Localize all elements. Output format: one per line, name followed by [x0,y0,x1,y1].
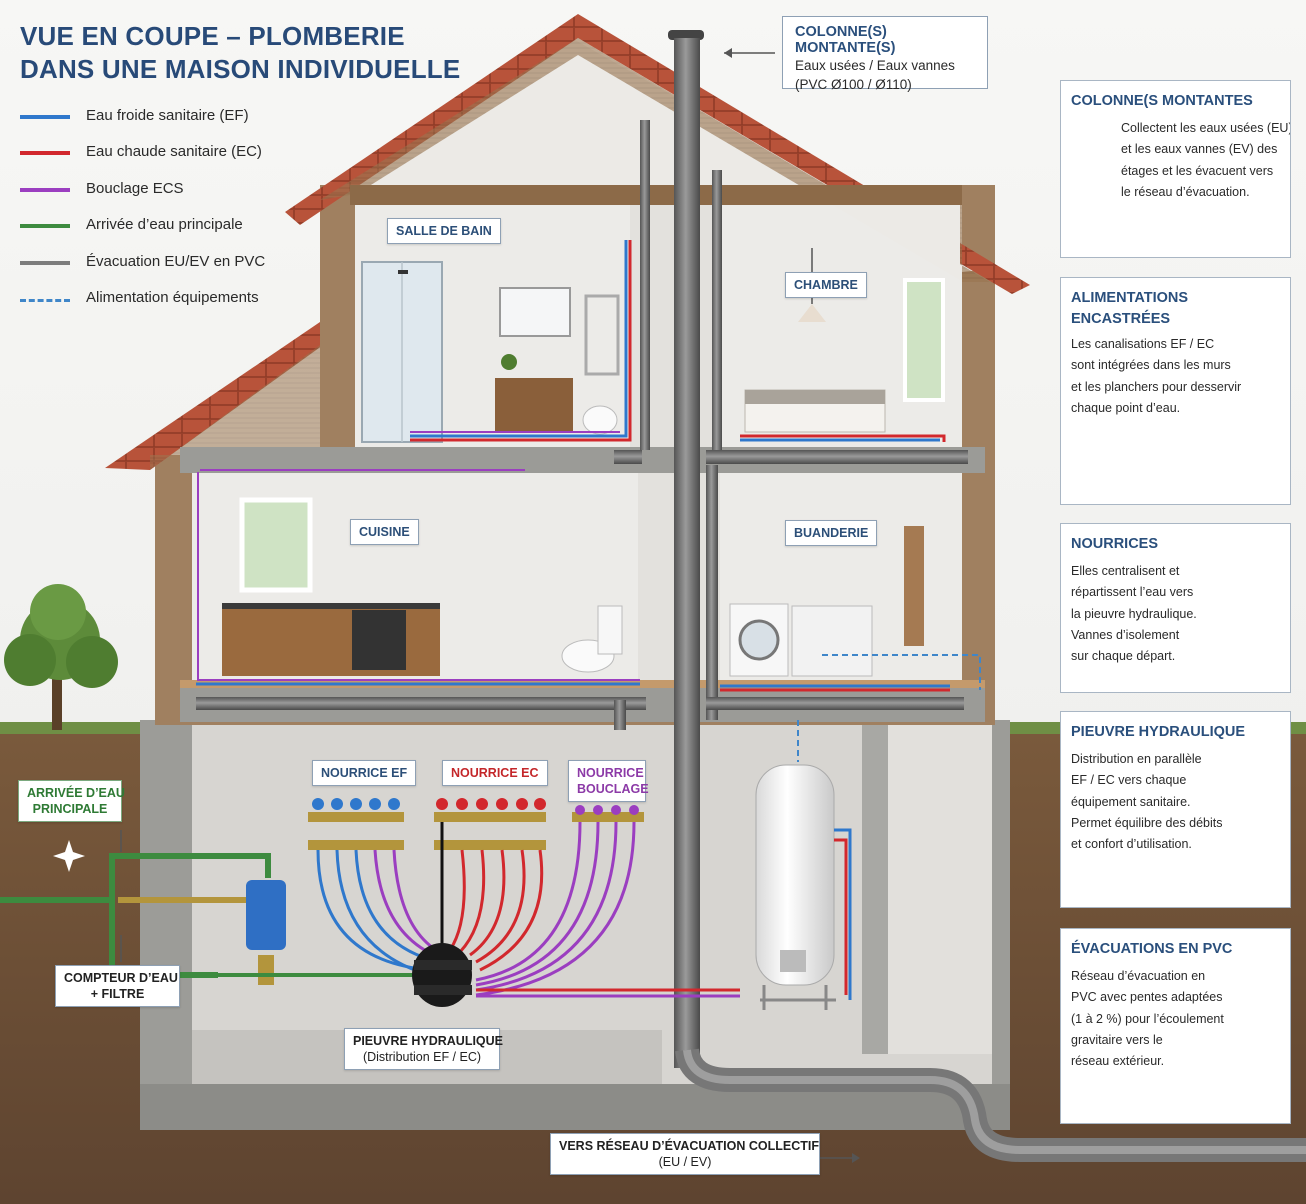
info-card-line: et les planchers pour desservir [1071,379,1242,394]
info-card-line: Les canalisations EF / EC [1071,337,1215,351]
title-line-1: VUE EN COUPE – PLOMBERIE [20,21,405,51]
callout-colonnes-montantes: COLONNE(S) MONTANTE(S) Eaux usées / Eaux… [782,16,988,92]
info-card-title: NOURRICES [1071,536,1159,552]
label-compteur-filtre: COMPTEUR D’EAU + FILTRE [55,965,180,1007]
info-card-colonnes-montantes: COLONNE(S MONTANTES Collectent les eaux … [1060,80,1291,258]
info-card-line: Elles centralisent et [1071,564,1180,578]
info-card-line: et confort d’utilisation. [1071,837,1192,852]
info-card-body: Collectent les eaux usées (EU) et les ea… [1071,118,1291,203]
upper-floor-supply-lines [410,240,946,442]
info-card-line: réseau extérieur. [1071,1054,1165,1069]
octopus-distribution-pipes [316,821,740,998]
legend-label-arrivee: Arrivée d’eau principale [86,216,243,234]
info-card-line: (1 à 2 %) pour l’écoulement [1071,1011,1224,1026]
legend-label-alimentation: Alimentation équipements [86,288,259,306]
label-arrivee-line-2: PRINCIPALE [32,802,108,816]
water-heater [755,720,852,1010]
info-card-line: Distribution en parallèle [1071,752,1202,766]
outgoing-arrow-icon [852,1153,860,1163]
label-nourrice-ec: NOURRICE EC [442,760,548,786]
room-label-chambre: CHAMBRE [785,272,867,298]
label-vers-reseau-collectif: VERS RÉSEAU D’ÉVACUATION COLLECTIF (EU /… [550,1133,820,1175]
manifolds [308,798,644,850]
callout-arrow-icon [724,48,732,58]
label-nourrice-bouclage: NOURRICE BOUCLAGE [568,760,649,802]
bedroom-fixtures [744,248,945,433]
label-arrivee-line-1: ARRIVÉE D’EAU [27,786,125,800]
main-soil-stack [668,30,1306,1162]
label-nourrice-bouclage-line-1: NOURRICE [577,766,644,780]
info-card-nourrices: NOURRICES Elles centralisent et répartis… [1060,523,1291,693]
pvc-drain-pipes [196,120,968,730]
info-card-line: répartissent l’eau vers [1071,585,1194,600]
sparkle-icon [53,840,85,872]
leader-lines [68,52,858,1159]
info-card-title: ALIMENTATIONS ENCASTRÉES [1071,288,1280,330]
tree [4,584,118,730]
callout-title: COLONNE(S) MONTANTE(S) [795,24,896,56]
legend-label-ec: Eau chaude sanitaire (EC) [86,143,262,161]
legend-swatch-evacuation [20,260,70,265]
info-card-line: la pieuvre hydraulique. [1071,606,1197,621]
legend-swatch-ec [20,151,70,156]
info-card-title-line-1: ALIMENTATIONS [1071,290,1189,306]
info-card-alimentations-encastrees: ALIMENTATIONS ENCASTRÉES Les canalisatio… [1060,277,1291,505]
info-card-line: Réseau d’évacuation en [1071,969,1206,983]
room-label-cuisine: CUISINE [350,519,419,545]
room-label-salle-de-bain: SALLE DE BAIN [387,218,501,244]
info-card-line: sont intégrées dans les murs [1071,358,1231,373]
info-card-line: gravitaire vers le [1071,1032,1163,1047]
page-title: VUE EN COUPE – PLOMBERIE DANS UNE MAISON… [20,20,460,86]
legend-label-bouclage: Bouclage ECS [86,179,184,197]
label-arrivee-eau-principale: ARRIVÉE D’EAU PRINCIPALE [18,780,125,822]
info-card-line: EF / EC vers chaque [1071,773,1187,788]
legend-swatch-alimentation [20,298,70,302]
label-pieuvre-line-1: PIEUVRE HYDRAULIQUE [353,1034,504,1048]
info-card-evacuations-pvc: ÉVACUATIONS EN PVC Réseau d’évacuation e… [1060,928,1291,1124]
info-card-line: PVC avec pentes adaptées [1071,990,1223,1005]
legend-swatch-ef [20,115,70,119]
legend-swatch-bouclage [20,187,70,192]
callout-line-1: Eaux usées / Eaux vannes [795,58,955,73]
label-compteur-line-2: + FILTRE [90,987,145,1001]
info-card-pieuvre-hydraulique: PIEUVRE HYDRAULIQUE Distribution en para… [1060,711,1291,908]
info-card-line: et les eaux vannes (EV) des [1121,142,1278,157]
ground-floor-supply-lines [196,469,981,692]
info-card-line: étages et les évacuent vers [1121,163,1274,178]
info-card-line: équipement sanitaire. [1071,794,1191,809]
info-card-line: sur chaque départ. [1071,649,1176,664]
info-card-title-line-2: ENCASTRÉES [1071,311,1171,327]
info-card-line: le réseau d’évacuation. [1121,184,1250,199]
label-pieuvre-line-2: (Distribution EF / EC) [362,1050,482,1064]
info-card-line: Vannes d’isolement [1071,627,1180,642]
label-vers-reseau-line-1: VERS RÉSEAU D’ÉVACUATION COLLECTIF [559,1139,819,1153]
title-line-2: DANS UNE MAISON INDIVIDUELLE [20,54,461,84]
info-card-title: COLONNE(S MONTANTES [1071,93,1253,109]
label-nourrice-ef: NOURRICE EF [312,760,417,786]
legend-label-ef: Eau froide sanitaire (EF) [86,107,249,124]
bathroom-fixtures [361,261,620,443]
info-card-line: Collectent les eaux usées (EU) [1121,121,1291,135]
legend-swatch-arrivee [20,224,70,229]
label-pieuvre-hydraulique: PIEUVRE HYDRAULIQUE (Distribution EF / E… [344,1028,504,1070]
legend-label-evacuation: Évacuation EU/EV en PVC [86,252,266,270]
pieuvre-octopus-unit [412,943,472,1007]
info-card-line: Permet équilibre des débits [1071,815,1223,830]
label-compteur-line-1: COMPTEUR D’EAU [64,971,178,985]
info-card-title: ÉVACUATIONS EN PVC [1071,941,1233,957]
room-label-buanderie: BUANDERIE [785,520,878,546]
laundry-fixtures [729,526,924,677]
info-card-title: PIEUVRE HYDRAULIQUE [1071,724,1246,740]
label-nourrice-bouclage-line-2: BOUCLAGE [577,782,649,796]
label-vers-reseau-line-2: (EU / EV) [658,1155,712,1169]
kitchen-fixtures [222,497,623,676]
info-card-line: chaque point d’eau. [1071,400,1181,415]
callout-line-2: (PVC Ø100 / Ø110) [795,77,912,92]
